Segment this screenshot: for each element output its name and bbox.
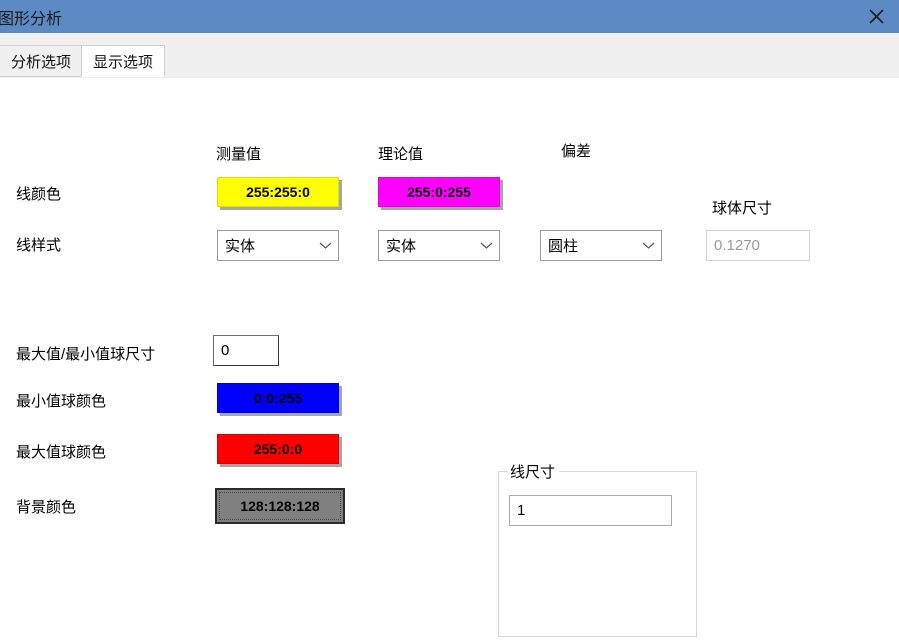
select-value: 实体: [386, 238, 417, 255]
tab-label: 分析选项: [10, 53, 71, 71]
select-value: 圆柱: [548, 238, 579, 255]
color-value-text: 255:0:255: [407, 184, 471, 200]
label-background-color: 背景颜色: [16, 499, 77, 516]
line-color-theoretical-button[interactable]: 255:0:255: [378, 177, 500, 207]
select-value: 实体: [225, 238, 256, 255]
label-minmax-ball-size: 最大值/最小值球尺寸: [16, 346, 156, 363]
column-header-measured: 测量值: [216, 146, 262, 163]
line-size-group: 线尺寸 1: [498, 461, 697, 637]
chevron-down-icon: [312, 241, 338, 250]
chevron-down-icon: [473, 241, 499, 250]
label-sphere-size: 球体尺寸: [712, 200, 773, 217]
line-style-deviation-select[interactable]: 圆柱: [540, 230, 662, 261]
tab-strip: 分析选项 显示选项: [0, 33, 899, 79]
window-title: 图形分析: [0, 10, 63, 28]
min-ball-color-button[interactable]: 0:0:255: [217, 383, 339, 413]
line-color-measured-button[interactable]: 255:255:0: [217, 177, 339, 207]
color-value-text: 255:0:0: [253, 441, 303, 457]
background-color-button[interactable]: 128:128:128: [215, 488, 345, 524]
line-style-measured-select[interactable]: 实体: [217, 230, 339, 261]
title-bar: 图形分析: [0, 0, 899, 33]
max-ball-color-button[interactable]: 255:0:0: [217, 434, 339, 464]
column-header-theoretical: 理论值: [378, 146, 424, 163]
line-style-theoretical-select[interactable]: 实体: [378, 230, 500, 261]
color-value-text: 255:255:0: [246, 184, 310, 200]
sphere-size-input[interactable]: 0.1270: [706, 230, 810, 261]
close-icon: [868, 9, 884, 24]
column-header-deviation: 偏差: [561, 143, 592, 160]
label-line-style: 线样式: [16, 237, 62, 254]
color-value-text: 128:128:128: [240, 498, 320, 514]
label-min-ball-color: 最小值球颜色: [16, 393, 107, 410]
tab-label: 显示选项: [92, 53, 153, 71]
tab-analysis-options[interactable]: 分析选项: [0, 45, 82, 77]
close-button[interactable]: [853, 0, 899, 33]
line-size-group-title: 线尺寸: [508, 461, 560, 482]
label-line-color: 线颜色: [16, 186, 62, 203]
tab-display-options[interactable]: 显示选项: [81, 45, 165, 77]
minmax-ball-size-input[interactable]: 0: [213, 335, 279, 366]
chevron-down-icon: [635, 241, 661, 250]
line-size-input[interactable]: 1: [509, 495, 672, 526]
color-value-text: 0:0:255: [253, 390, 303, 406]
display-options-panel: 测量值 理论值 偏差 线颜色 255:255:0 255:0:255 球体尺寸 …: [0, 78, 899, 640]
label-max-ball-color: 最大值球颜色: [16, 444, 107, 461]
